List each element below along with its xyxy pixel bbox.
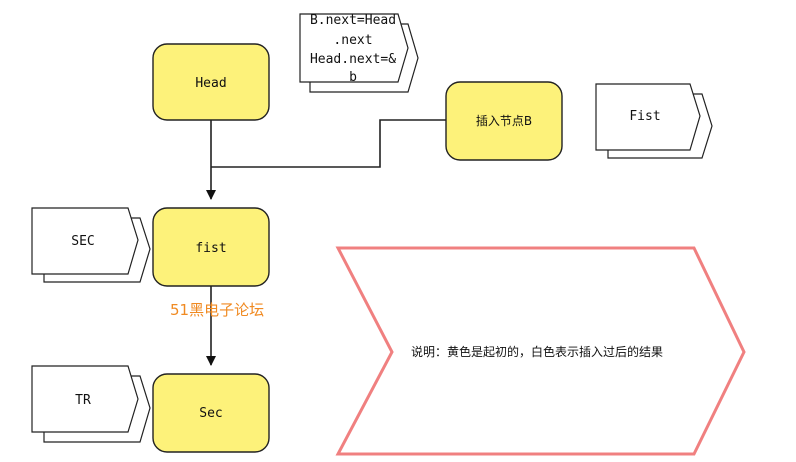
code-note-line-3: Head.next=& [310, 52, 396, 67]
node-insert-b-label: 插入节点B [476, 114, 532, 128]
node-insert-b: 插入节点B [445, 81, 563, 161]
code-note-line-1: B.next=Head [310, 13, 396, 28]
doc-tr-white: TR [31, 365, 151, 443]
node-head: Head [152, 43, 270, 121]
doc-fist-white: Fist [595, 83, 713, 159]
doc-sec-white: SEC [31, 207, 151, 283]
explanation-chevron: 说明：黄色是起初的，白色表示插入过后的结果 [335, 246, 746, 456]
doc-tr-white-label: TR [75, 393, 91, 408]
node-sec-label: Sec [199, 406, 222, 421]
code-note-line-4: b [349, 70, 357, 85]
doc-fist-white-label: Fist [629, 109, 660, 124]
connector-insert-to-fist [211, 119, 446, 168]
code-note-line-2: .next [333, 33, 372, 48]
node-fist-label: fist [195, 241, 226, 256]
node-head-label: Head [195, 76, 226, 91]
doc-sec-white-label: SEC [71, 234, 94, 249]
code-note-document: B.next=Head .next Head.next=& b [299, 13, 419, 93]
node-sec: Sec [152, 373, 270, 453]
explanation-text: 说明：黄色是起初的，白色表示插入过后的结果 [411, 344, 663, 359]
node-fist: fist [152, 207, 270, 287]
watermark: 51黑电子论坛 [170, 301, 264, 319]
